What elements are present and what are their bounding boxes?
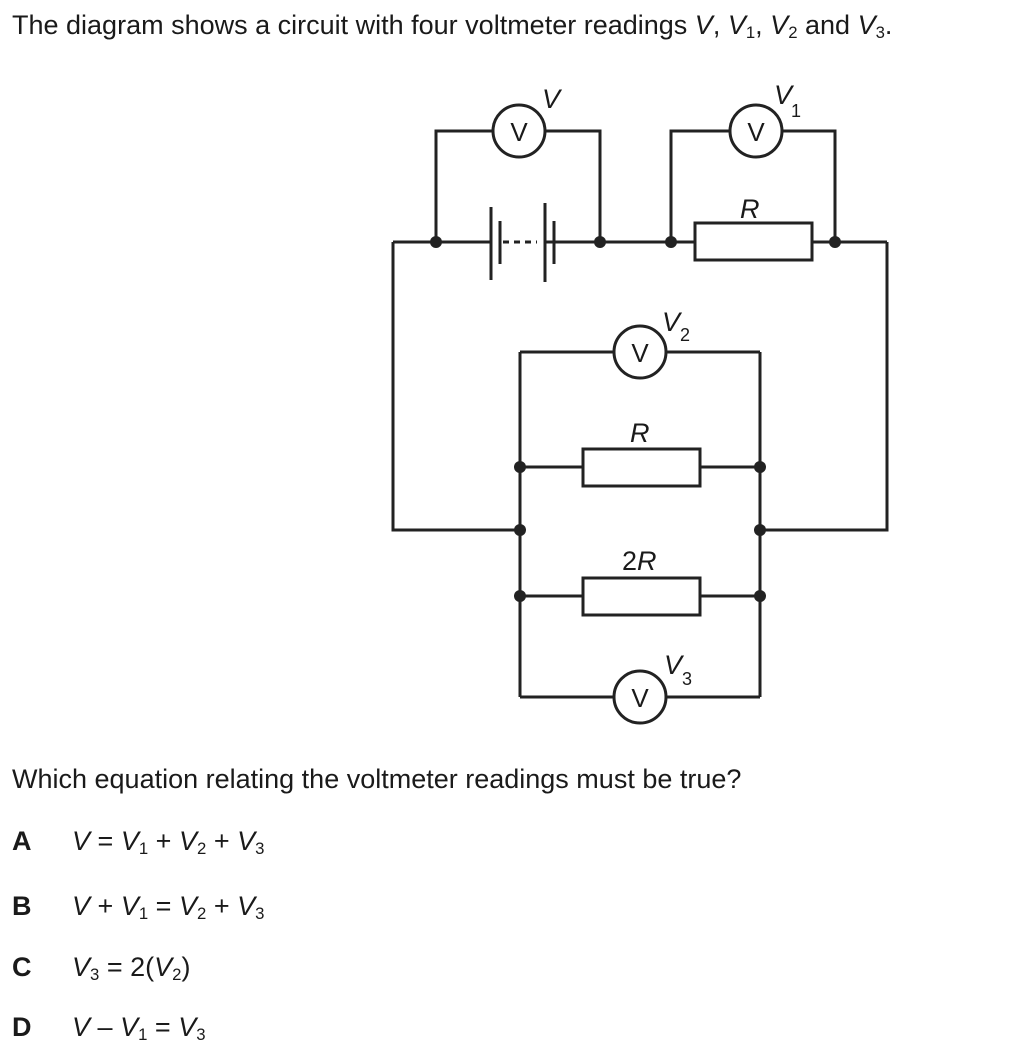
label-v3: V (664, 650, 685, 680)
label-v2-sub: 2 (680, 325, 690, 345)
intro-sub-2: 2 (788, 23, 798, 43)
intro-sub-1: 1 (745, 23, 756, 43)
option-a-text: V = V1 + V2 + V3 (72, 826, 264, 857)
intro-var-v: V (694, 10, 713, 40)
option-b-letter: B (12, 891, 32, 921)
voltmeter-v2: V (612, 324, 668, 380)
intro-var-v3: V (857, 10, 876, 40)
subscript: 3 (90, 965, 100, 985)
battery-icon (489, 203, 556, 282)
junction-dots (430, 236, 841, 602)
wire-left-side (391, 242, 520, 532)
term: V (72, 1012, 91, 1042)
operator: + (155, 826, 172, 856)
subscript: 2 (172, 965, 182, 985)
label-2r: 2R (622, 546, 657, 576)
subscript: 3 (255, 839, 265, 859)
wire-right-side (760, 242, 889, 532)
intro-and: and (805, 10, 851, 40)
term: V (178, 826, 197, 856)
option-d-letter: D (12, 1012, 32, 1042)
term: V (120, 891, 139, 921)
operator: = 2( (106, 952, 155, 982)
label-v3-sub: 3 (682, 669, 692, 689)
term: V (120, 826, 139, 856)
term: V (237, 891, 256, 921)
resistor-r-mid (581, 447, 702, 488)
subscript: 1 (138, 904, 149, 924)
voltmeter-v2-symbol: V (631, 338, 649, 368)
voltmeter-v1-symbol: V (747, 117, 765, 147)
subscript: 1 (138, 839, 149, 859)
term: V (178, 1012, 197, 1042)
label-v1: V (774, 80, 795, 110)
term: V (72, 891, 91, 921)
operator: = (154, 1012, 171, 1042)
label-2r-var: R (637, 546, 657, 576)
voltmeter-v-symbol: V (510, 117, 528, 147)
intro-text: The diagram shows a circuit with four vo… (12, 10, 688, 40)
label-r-mid: R (630, 418, 650, 448)
label-r-top: R (740, 194, 760, 224)
question-stem: Which equation relating the voltmeter re… (12, 764, 742, 794)
operator: + (97, 891, 114, 921)
term: V (72, 952, 91, 982)
option-c-text: V3 = 2(V2) (72, 952, 190, 983)
operator: + (213, 891, 230, 921)
voltmeter-v3-symbol: V (631, 683, 649, 713)
question-intro: The diagram shows a circuit with four vo… (12, 10, 893, 43)
subscript: 2 (196, 839, 207, 859)
voltmeter-v: V (491, 103, 547, 159)
circuit-diagram: V V V V V V 1 R V 2 R 2R V 3 (391, 80, 889, 725)
intro-var-v1: V (727, 10, 746, 40)
subscript: 1 (138, 1025, 148, 1045)
label-2r-prefix: 2 (622, 546, 637, 576)
term: V (154, 952, 173, 982)
paren: ) (181, 952, 191, 982)
option-d-text: V – V1 = V3 (72, 1012, 206, 1043)
intro-var-v2: V (770, 10, 789, 40)
term: V (120, 1012, 139, 1042)
option-b-text: V + V1 = V2 + V3 (72, 891, 264, 922)
operator: = (97, 826, 114, 856)
resistor-2r (581, 576, 702, 617)
voltmeter-v1: V (728, 103, 784, 159)
operator: + (213, 826, 230, 856)
voltmeter-v3: V (612, 669, 668, 725)
option-a-letter: A (12, 826, 32, 856)
term: V (72, 826, 91, 856)
subscript: 3 (196, 1025, 206, 1045)
term: V (178, 891, 197, 921)
label-v: V (542, 84, 563, 114)
subscript: 3 (255, 904, 265, 924)
operator: = (155, 891, 172, 921)
intro-sub-3: 3 (875, 23, 885, 43)
term: V (237, 826, 256, 856)
option-c-letter: C (12, 952, 32, 982)
operator: – (97, 1012, 113, 1042)
label-v2: V (662, 307, 683, 337)
resistor-r-top (693, 221, 814, 262)
label-v1-sub: 1 (791, 101, 801, 121)
subscript: 2 (196, 904, 207, 924)
